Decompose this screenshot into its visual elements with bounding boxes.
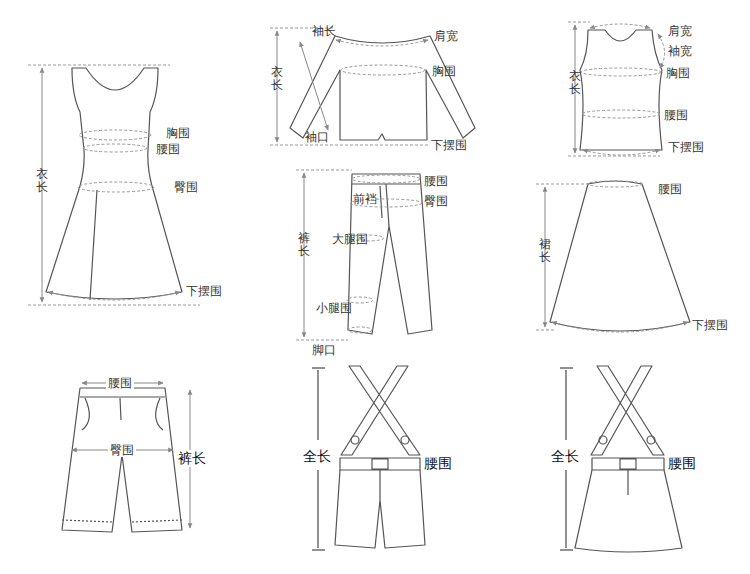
measurement-label: 肩宽	[434, 29, 458, 43]
measurement-label: 臀围	[424, 194, 448, 208]
measurement-label: 全长	[303, 448, 331, 465]
measurement-label: 全长	[551, 448, 579, 465]
measurement-label: 袖宽	[668, 44, 692, 58]
measurement-label: 裙长	[539, 238, 551, 264]
measurement-label: 腰围	[424, 174, 448, 188]
measurement-label: 臀围	[174, 180, 198, 194]
measurement-label: 衣长	[36, 168, 48, 194]
measurement-label: 下摆围	[431, 138, 467, 152]
measurement-label: 下摆围	[186, 284, 222, 298]
measurement-label: 大腿围	[332, 232, 368, 246]
measurement-label: 腰围	[424, 455, 452, 472]
measurement-label: 腰围	[106, 376, 134, 390]
measurement-label: 胸围	[666, 66, 690, 80]
measurement-label: 衣长	[569, 70, 581, 96]
measurement-label: 裤长	[176, 450, 208, 467]
measurement-label: 腰围	[156, 142, 180, 156]
measurement-label: 腰围	[658, 182, 682, 196]
measurement-label: 脚口	[312, 343, 336, 357]
measurement-label: 下摆围	[692, 318, 728, 332]
measurement-label: 胸围	[166, 126, 190, 140]
measurement-label: 裤长	[298, 232, 310, 258]
measurement-label: 腰围	[664, 108, 688, 122]
measurement-label: 胸围	[432, 64, 456, 78]
measurement-label: 袖长	[312, 24, 336, 38]
measurement-label: 肩宽	[668, 24, 692, 38]
measurement-label: 腰围	[668, 455, 696, 472]
measurement-label: 衣长	[271, 66, 283, 92]
measurement-label: 臀围	[108, 443, 136, 457]
measurement-label: 下摆围	[668, 140, 704, 154]
measurement-label: 前裆	[353, 192, 377, 206]
measurement-label: 小腿围	[316, 301, 352, 315]
measurement-label: 袖口	[305, 130, 329, 144]
